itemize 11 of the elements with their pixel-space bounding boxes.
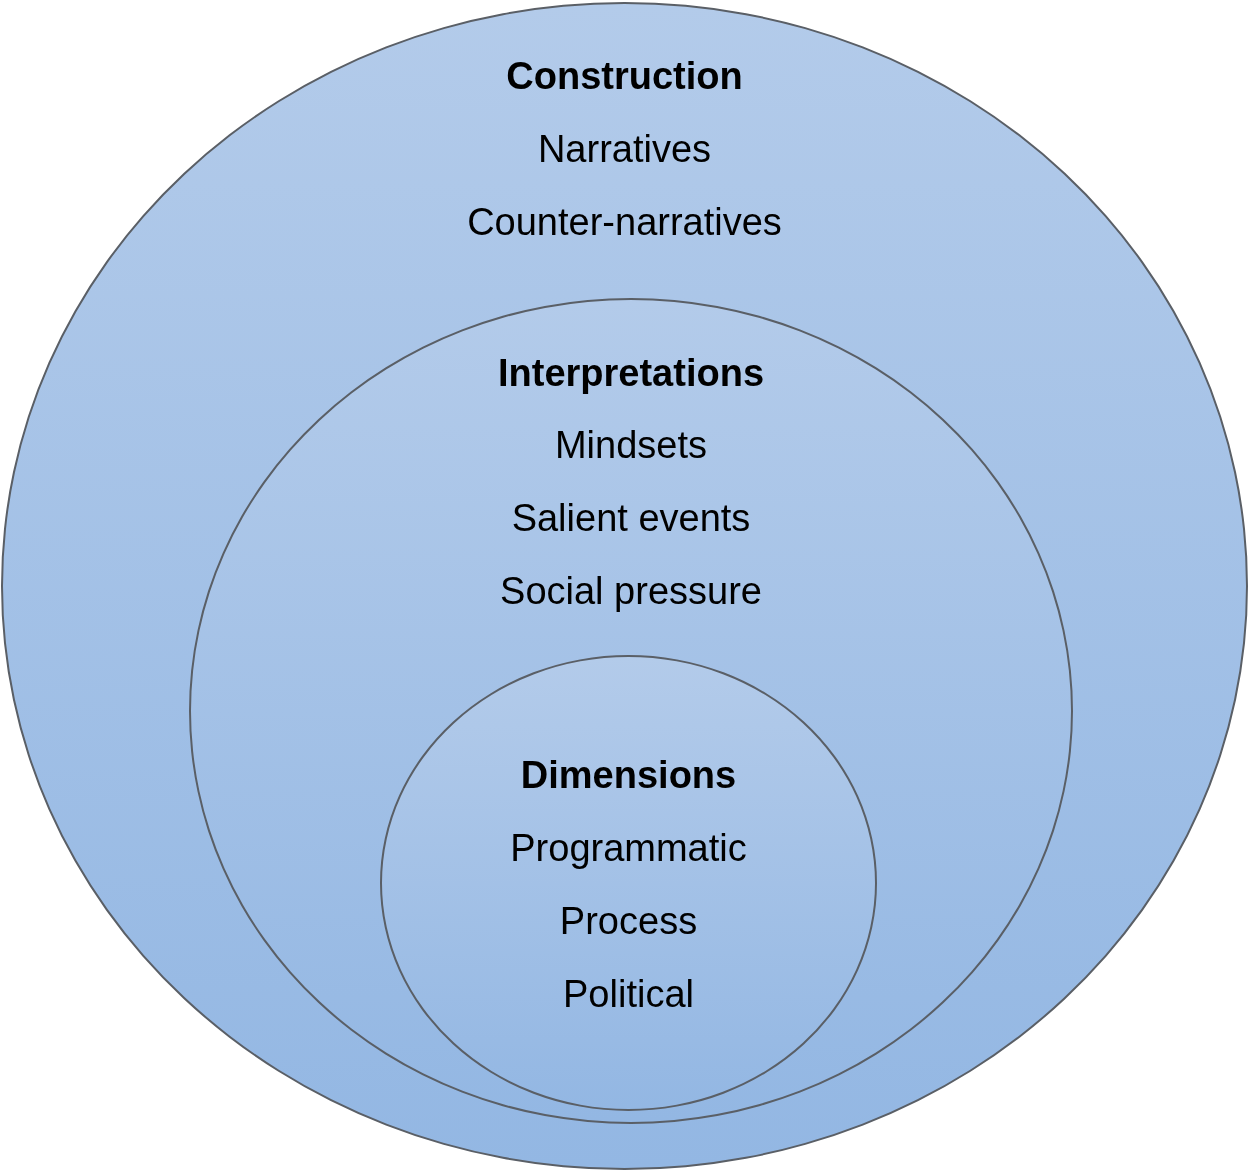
layer-item: Political: [563, 972, 694, 1017]
layer-heading: Construction: [506, 54, 743, 99]
layer-item: Narratives: [537, 127, 712, 172]
layer-item: Salient events: [511, 496, 751, 541]
layer-item: Programmatic: [510, 826, 747, 871]
layer-item: Counter-narratives: [467, 200, 782, 245]
layer-item: Process: [559, 899, 698, 944]
layer-item: Social pressure: [500, 569, 762, 614]
layer-heading: Dimensions: [520, 753, 737, 798]
layer-item: Mindsets: [554, 423, 708, 468]
layer-heading: Interpretations: [498, 351, 764, 396]
